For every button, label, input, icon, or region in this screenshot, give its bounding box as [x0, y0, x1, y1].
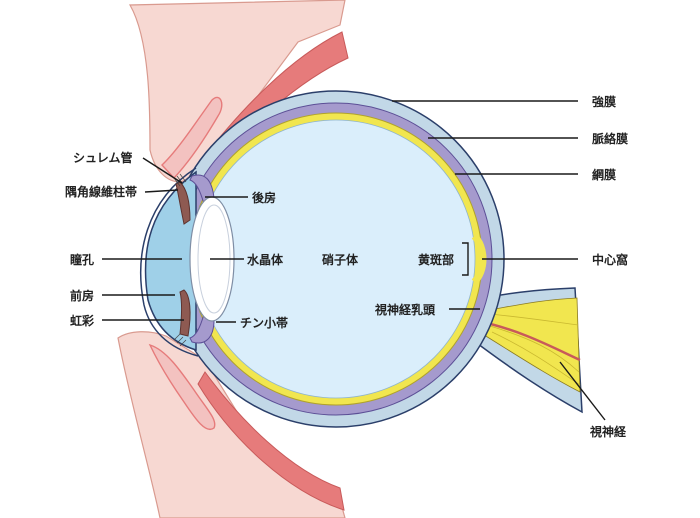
label-choroid: 脈絡膜	[592, 131, 628, 146]
label-posterior-chamber: 後房	[252, 190, 276, 205]
label-optic-nerve: 視神経	[589, 424, 627, 439]
label-sclera: 強膜	[592, 94, 616, 109]
label-pupil: 瞳孔	[70, 252, 94, 267]
lower-iris	[179, 289, 191, 337]
label-iris: 虹彩	[70, 313, 94, 328]
label-macula: 黄斑部	[418, 252, 454, 267]
label-retina: 網膜	[592, 167, 616, 182]
label-zonule: チン小帯	[240, 315, 288, 330]
left-labels: シュレム管 隅角線維柱帯 後房 瞳孔 水晶体 前房 虹彩 チン小帯	[65, 150, 288, 330]
label-trabecular-meshwork: 隅角線維柱帯	[65, 184, 137, 199]
center-labels: 硝子体 黄斑部 視神経乳頭	[322, 242, 480, 317]
label-vitreous: 硝子体	[322, 252, 359, 267]
lower-lid-muscle	[197, 371, 345, 511]
eyeball	[140, 90, 505, 428]
label-fovea: 中心窩	[592, 252, 628, 267]
optic-nerve	[469, 287, 583, 414]
lower-lid-margin	[148, 343, 216, 431]
upper-lid-margin	[161, 96, 223, 180]
label-anterior-chamber: 前房	[70, 288, 94, 303]
lower-eyelid	[117, 331, 346, 518]
cornea	[140, 167, 199, 357]
label-schlemm-canal: シュレム管	[73, 150, 133, 165]
label-optic-disc: 視神経乳頭	[374, 302, 436, 317]
label-lens: 水晶体	[247, 252, 284, 267]
right-labels: 強膜 脈絡膜 網膜 中心窩 視神経	[392, 94, 628, 439]
